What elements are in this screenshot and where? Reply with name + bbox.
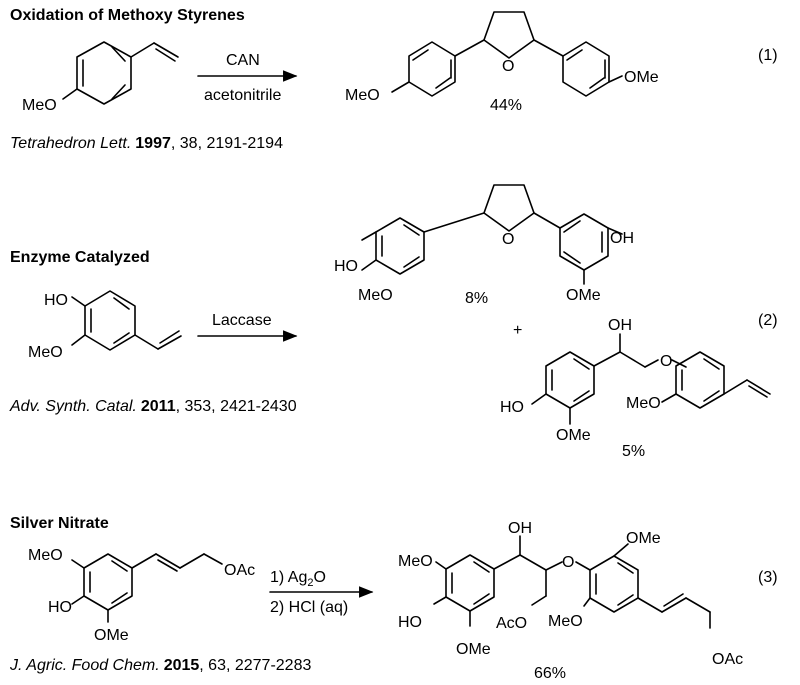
s2-p2-yield: 5%	[622, 443, 645, 460]
s3-p-ome-bottom: OMe	[456, 641, 491, 658]
s1-product-meo: MeO	[345, 87, 380, 104]
s2-p1-ho: HO	[334, 258, 358, 275]
s2-ref-year: 2011	[141, 398, 176, 415]
s3-p-meo-top: MeO	[398, 553, 433, 570]
s1-product-ome: OMe	[624, 69, 659, 86]
s3-reactant-oac: OAc	[224, 562, 255, 579]
s1-ref-year: 1997	[135, 135, 171, 152]
s2-ref-rest: , 353, 2421-2430	[176, 398, 297, 415]
s3-eq-number: (3)	[758, 569, 778, 586]
s1-reactant-structure	[62, 41, 179, 105]
s1-yield: 44%	[490, 97, 522, 114]
s2-p2-meo: MeO	[626, 395, 661, 412]
s3-p-ho: HO	[398, 614, 422, 631]
s1-reference: Tetrahedron Lett.1997, 38, 2191-2194	[10, 135, 283, 152]
s3-p-meo-right: MeO	[548, 613, 583, 630]
s2-p1-ome: OMe	[566, 287, 601, 304]
s2-plus: +	[513, 322, 522, 339]
s3-reactant-ho: HO	[48, 599, 72, 616]
section3-title: Silver Nitrate	[10, 515, 109, 532]
s2-p1-oh: OH	[610, 230, 634, 247]
s3-ref-year: 2015	[164, 657, 200, 674]
s1-ref-journal: Tetrahedron Lett.	[10, 135, 131, 152]
s1-reagent-bottom: acetonitrile	[204, 87, 281, 104]
s2-reference: Adv. Synth. Catal.2011, 353, 2421-2430	[9, 398, 297, 415]
s3-ref-journal: J. Agric. Food Chem.	[9, 657, 160, 674]
s2-p1-yield: 8%	[465, 290, 488, 307]
s3-reagent-sub: 2	[307, 577, 313, 589]
s2-p2-ho: HO	[500, 399, 524, 416]
section1-title: Oxidation of Methoxy Styrenes	[10, 7, 245, 24]
s2-p2-oh: OH	[608, 317, 632, 334]
s2-product1-structure	[361, 184, 623, 285]
s3-ref-rest: , 63, 2277-2283	[199, 657, 311, 674]
s3-reference: J. Agric. Food Chem.2015, 63, 2277-2283	[9, 657, 311, 674]
s3-reactant-structure	[71, 553, 223, 623]
s3-yield: 66%	[534, 665, 566, 682]
s3-p-ome-top-right: OMe	[626, 530, 661, 547]
s3-p-o: O	[562, 554, 574, 571]
s3-reagent-line2: 2) HCl (aq)	[270, 599, 348, 616]
s3-reactant-meo: MeO	[28, 547, 63, 564]
s2-p1-ring-o: O	[502, 231, 514, 248]
s2-reactant-meo: MeO	[28, 344, 63, 361]
s3-reactant-ome: OMe	[94, 627, 129, 644]
s2-ref-journal: Adv. Synth. Catal.	[9, 398, 137, 415]
s1-ref-rest: , 38, 2191-2194	[171, 135, 283, 152]
s2-p1-meo: MeO	[358, 287, 393, 304]
s1-ring-o: O	[502, 58, 514, 75]
s1-reactant-meo: MeO	[22, 97, 57, 114]
s1-reagent-top: CAN	[226, 52, 260, 69]
s2-p2-o: O	[660, 353, 672, 370]
s3-product-structure	[433, 535, 711, 629]
s3-reagent-ag: 1) Ag	[270, 569, 307, 586]
s3-reagent-o: O	[313, 569, 325, 586]
s1-eq-number: (1)	[758, 47, 778, 64]
s2-p2-ome: OMe	[556, 427, 591, 444]
section2-title: Enzyme Catalyzed	[10, 249, 150, 266]
s3-p-aco: AcO	[496, 615, 527, 632]
s2-eq-number: (2)	[758, 312, 778, 329]
s3-p-oac: OAc	[712, 651, 743, 668]
s3-reagent-line1: 1) Ag2O	[270, 569, 326, 589]
s2-reactant-ho: HO	[44, 292, 68, 309]
s1-product-structure	[391, 11, 623, 97]
s2-reagent-top: Laccase	[212, 312, 272, 329]
s2-reactant-structure	[71, 290, 182, 351]
s3-p-oh: OH	[508, 520, 532, 537]
s2-product2-structure	[531, 333, 771, 425]
